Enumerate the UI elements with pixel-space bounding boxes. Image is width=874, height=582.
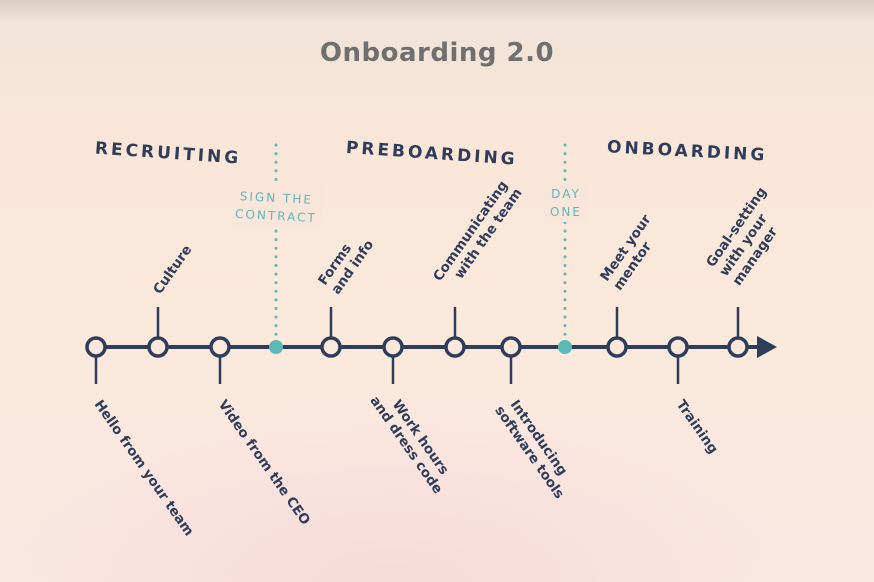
node-work-hours	[382, 336, 404, 358]
milestone-node-day-one	[558, 340, 572, 354]
milestone-node-contract	[269, 340, 283, 354]
timeline-arrowhead	[757, 336, 777, 358]
milestone-label-bg-contract	[232, 184, 322, 228]
event-goal-setting: Goal-setting with your manager	[703, 181, 799, 289]
milestone-one-label: ONE	[550, 205, 582, 219]
event-mentor: Meet your mentor	[597, 208, 670, 293]
milestone-day-label: DAY	[551, 187, 581, 201]
node-forms	[320, 336, 342, 358]
event-forms: Forms and info	[315, 228, 377, 298]
node-communicating	[444, 336, 466, 358]
node-hello	[85, 336, 107, 358]
node-training	[667, 336, 689, 358]
node-introducing	[500, 336, 522, 358]
event-culture: Culture	[150, 242, 195, 297]
milestone-sign-label: SIGN THE	[239, 189, 313, 207]
event-nodes	[85, 336, 749, 358]
event-video: Video from the CEO	[215, 397, 313, 528]
milestone-contract-label: CONTRACT	[235, 207, 317, 225]
milestone-label-bg-day-one	[544, 184, 586, 222]
event-introducing: Introducing software tools	[491, 394, 580, 502]
node-goal-setting	[727, 336, 749, 358]
event-work-hours: Work hours and dress code	[366, 384, 458, 497]
event-ticks	[94, 307, 740, 384]
event-hello: Hello from your team	[91, 397, 197, 539]
node-video	[209, 336, 231, 358]
event-training: Training	[673, 397, 721, 457]
event-communicating: Communicating with the team	[430, 174, 527, 293]
top-shade	[0, 0, 874, 22]
page-title: Onboarding 2.0	[319, 38, 555, 68]
phase-preboarding: PREBOARDING	[345, 138, 518, 170]
node-culture	[147, 336, 169, 358]
phase-onboarding: ONBOARDING	[607, 137, 768, 165]
phase-recruiting: RECRUITING	[94, 138, 242, 168]
node-mentor	[606, 336, 628, 358]
